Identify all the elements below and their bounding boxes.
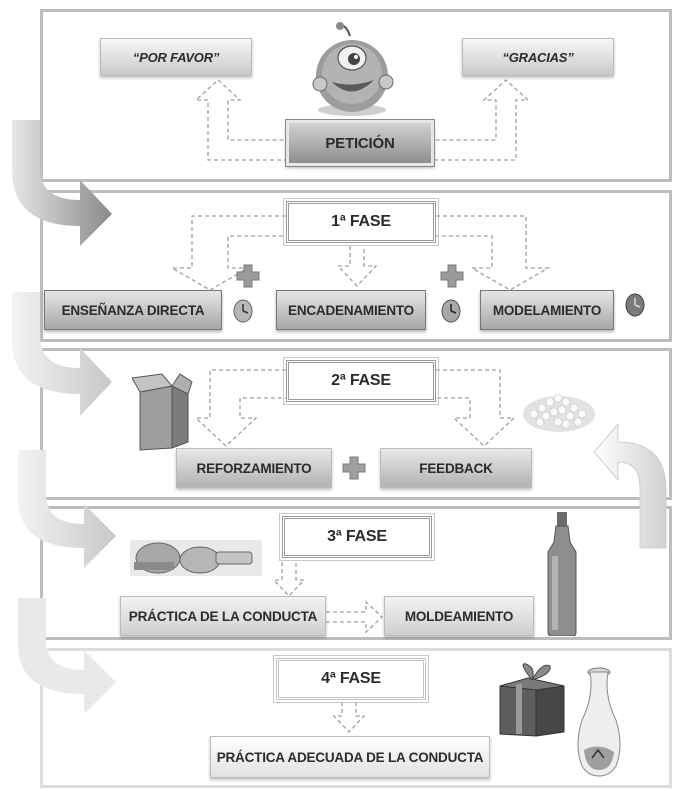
smiling-ball-mascot-icon xyxy=(312,22,394,116)
plus-icon xyxy=(342,456,366,480)
cardboard-box-icon xyxy=(132,373,193,451)
fase-1-title: 1ª FASE xyxy=(283,198,439,246)
por-favor-box: “POR FAVOR” xyxy=(100,38,252,76)
feedback-box: FEEDBACK xyxy=(380,448,532,488)
tall-bottle-icon xyxy=(547,512,577,636)
plus-icon xyxy=(440,264,464,288)
clock-icon xyxy=(233,299,253,323)
white-pebbles-icon xyxy=(523,393,595,432)
glass-vase-icon xyxy=(577,667,621,777)
reforzamiento-box: REFORZAMIENTO xyxy=(176,448,332,488)
plus-icon xyxy=(236,264,260,288)
clock-icon xyxy=(625,293,645,317)
fase-4-title: 4ª FASE xyxy=(273,655,429,703)
gracias-box: “GRACIAS” xyxy=(462,38,614,76)
moldeamiento-box: MOLDEAMIENTO xyxy=(384,596,534,636)
ensenanza-directa-box: ENSEÑANZA DIRECTA xyxy=(44,290,222,330)
encadenamiento-box: ENCADENAMIENTO xyxy=(276,290,426,330)
modelamiento-box: MODELAMIENTO xyxy=(480,290,614,330)
peticion-box: PETICIÓN xyxy=(285,119,435,167)
clock-icon xyxy=(441,299,461,323)
practica-adecuada-box: PRÁCTICA ADECUADA DE LA CONDUCTA xyxy=(210,736,490,778)
fase-3-title: 3ª FASE xyxy=(279,513,435,561)
fase-2-title: 2ª FASE xyxy=(283,357,439,405)
lying-bottles-icon xyxy=(130,540,262,576)
gift-box-icon xyxy=(499,663,565,737)
practica-conducta-box: PRÁCTICA DE LA CONDUCTA xyxy=(120,596,326,636)
